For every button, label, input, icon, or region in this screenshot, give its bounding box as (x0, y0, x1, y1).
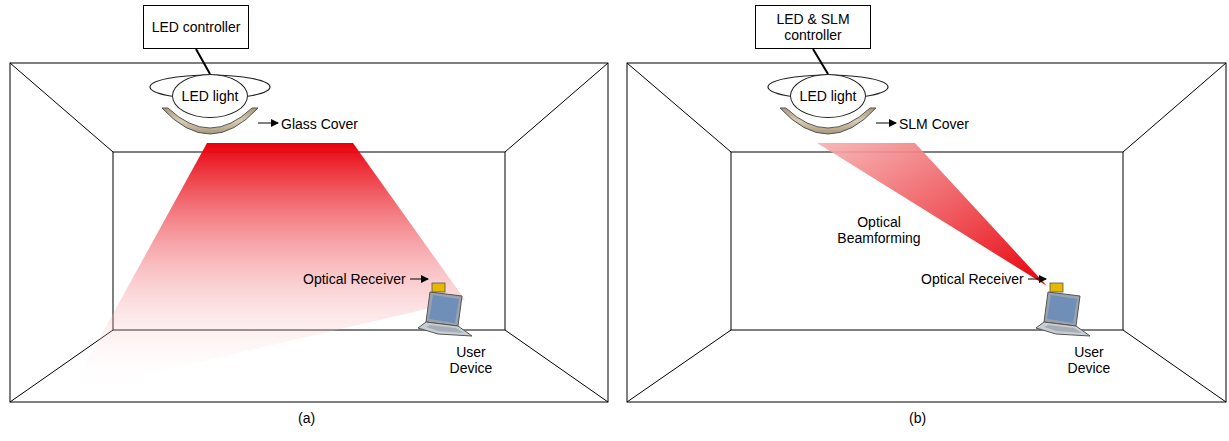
controller-box: LED controller (143, 5, 249, 49)
control-wire (196, 49, 210, 74)
node-text: LED light (796, 88, 860, 104)
node-text: LED controller (149, 19, 243, 35)
panel-label: (a) (298, 410, 315, 426)
device-label: User Device (442, 344, 500, 376)
device-label: User Device (1060, 344, 1118, 376)
light-beam (70, 143, 465, 392)
receiver-label: Optical Receiver (921, 271, 1024, 287)
control-wire (813, 49, 828, 74)
optical-beam (817, 143, 1047, 286)
panel-label: (b) (909, 410, 926, 426)
led-light: LED light (790, 74, 866, 118)
node-text: LED & SLM controller (761, 11, 865, 43)
node-text: LED light (178, 88, 242, 104)
cover-label: SLM Cover (899, 116, 969, 132)
room-a (10, 63, 608, 402)
cover-label: Glass Cover (281, 116, 358, 132)
room-b (627, 63, 1226, 402)
beam-label: Optical Beamforming (834, 214, 924, 246)
receiver-label: Optical Receiver (303, 271, 406, 287)
controller-box: LED & SLM controller (755, 5, 871, 49)
led-light: LED light (172, 74, 248, 118)
